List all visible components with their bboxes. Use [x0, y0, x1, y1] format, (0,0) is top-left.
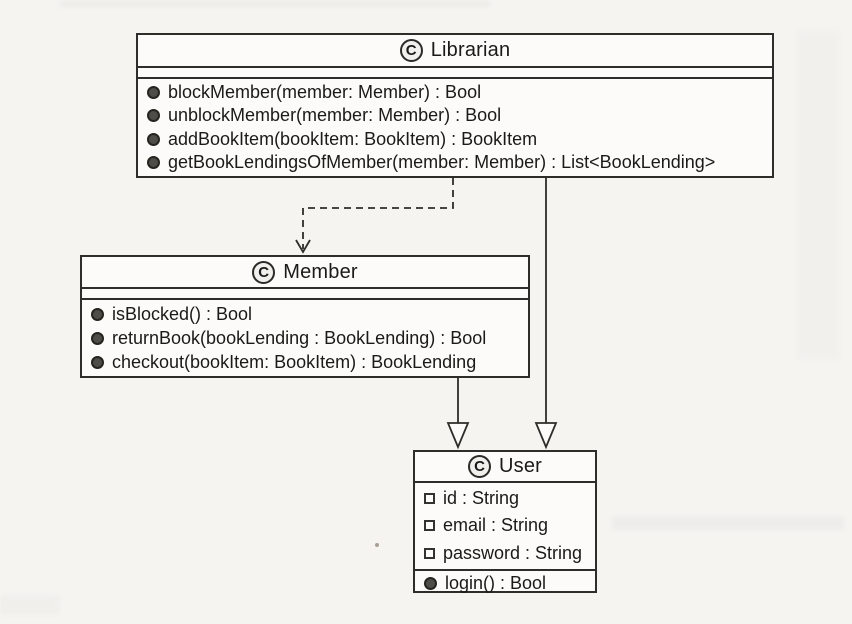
- class-header-member: C Member: [82, 257, 528, 289]
- generalization-arrow-member-to-user: [446, 378, 470, 450]
- scan-bleed-artifact: [0, 595, 60, 615]
- attribute-signature: password : String: [443, 542, 583, 563]
- attribute-visibility-icon: [424, 493, 435, 505]
- class-name: User: [498, 455, 543, 477]
- attribute-row: id : String: [415, 488, 595, 509]
- method-signature: checkout(bookItem: BookItem) : BookLendi…: [112, 351, 477, 372]
- method-visibility-icon: [91, 307, 104, 321]
- method-visibility-icon: [147, 86, 160, 100]
- method-row: addBookItem(bookItem: BookItem) : BookIt…: [138, 129, 772, 150]
- attribute-visibility-icon: [424, 520, 435, 532]
- class-box-member: C Member isBlocked() : Bool returnBook(b…: [80, 255, 530, 378]
- method-visibility-icon: [147, 132, 160, 146]
- methods-compartment: login() : Bool: [415, 571, 595, 596]
- class-box-user: C User id : String email : String passwo…: [413, 450, 597, 593]
- attribute-row: password : String: [415, 543, 595, 564]
- method-visibility-icon: [91, 331, 104, 345]
- method-visibility-icon: [147, 109, 160, 123]
- methods-compartment: blockMember(member: Member) : Bool unblo…: [138, 79, 772, 176]
- scan-speck: [375, 543, 379, 547]
- attributes-compartment-empty: [138, 68, 772, 79]
- generalization-arrow-librarian-to-user: [534, 178, 558, 450]
- method-row: returnBook(bookLending : BookLending) : …: [82, 328, 528, 349]
- class-box-librarian: C Librarian blockMember(member: Member) …: [136, 33, 774, 178]
- class-icon: C: [252, 260, 276, 284]
- method-visibility-icon: [91, 355, 104, 369]
- scan-bleed-artifact: [60, 1, 490, 7]
- method-row: blockMember(member: Member) : Bool: [138, 82, 772, 103]
- attributes-compartment: id : String email : String password : St…: [415, 483, 595, 571]
- method-row: getBookLendingsOfMember(member: Member) …: [138, 152, 772, 173]
- method-visibility-icon: [424, 577, 437, 590]
- attribute-row: email : String: [415, 515, 595, 536]
- method-row: checkout(bookItem: BookItem) : BookLendi…: [82, 352, 528, 373]
- attribute-signature: id : String: [443, 488, 520, 509]
- attribute-signature: email : String: [443, 515, 549, 536]
- method-visibility-icon: [147, 155, 160, 169]
- method-signature: getBookLendingsOfMember(member: Member) …: [168, 151, 716, 172]
- scan-bleed-artifact: [612, 516, 844, 530]
- method-signature: blockMember(member: Member) : Bool: [168, 82, 482, 103]
- method-row: isBlocked() : Bool: [82, 304, 528, 325]
- method-signature: returnBook(bookLending : BookLending) : …: [112, 327, 487, 348]
- method-signature: login() : Bool: [445, 573, 547, 593]
- scan-bleed-artifact: [795, 30, 840, 360]
- method-row: unblockMember(member: Member) : Bool: [138, 105, 772, 126]
- class-icon: C: [399, 39, 423, 62]
- class-name: Member: [283, 260, 358, 283]
- method-signature: isBlocked() : Bool: [112, 303, 253, 324]
- class-name: Librarian: [430, 39, 511, 61]
- class-header-user: C User: [415, 452, 595, 483]
- dependency-arrow-librarian-to-member: [295, 178, 454, 254]
- method-signature: unblockMember(member: Member) : Bool: [168, 105, 502, 126]
- attribute-visibility-icon: [424, 547, 435, 559]
- attributes-compartment-empty: [82, 289, 528, 300]
- method-signature: addBookItem(bookItem: BookItem) : BookIt…: [168, 128, 538, 149]
- method-row: login() : Bool: [415, 573, 595, 594]
- class-icon: C: [467, 455, 491, 478]
- methods-compartment: isBlocked() : Bool returnBook(bookLendin…: [82, 300, 528, 376]
- class-header-librarian: C Librarian: [138, 35, 772, 68]
